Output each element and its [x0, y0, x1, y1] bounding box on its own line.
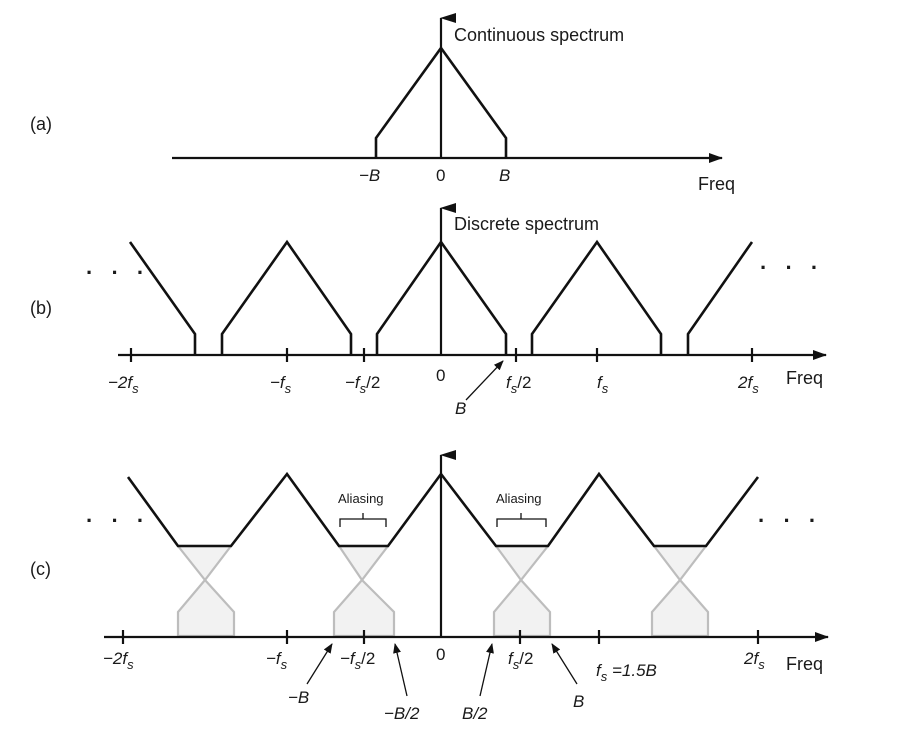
panel-c-aliasing-region-3: [492, 544, 552, 638]
panel-b-pointer-b: B: [455, 399, 466, 418]
panel-c-ellipsis-left: · · ·: [86, 508, 150, 533]
panel-a: (a) Continuous spectrum −B 0 B Freq: [30, 13, 735, 194]
panel-b-replica-2fs: [686, 241, 754, 355]
panel-c-spectrum-envelope: [126, 471, 760, 548]
panel-c-minus-b-half-pointer-arrow: [393, 643, 408, 697]
panel-c-ellipsis-right: · · ·: [758, 508, 822, 533]
panel-c-b-pointer-arrow: [551, 643, 578, 685]
panel-c-tick-minus-fs-half: −fs/2: [340, 649, 375, 672]
panel-b-replica-minus-fs: [220, 239, 353, 355]
panel-b-replica-fs: [530, 239, 663, 355]
panel-c-axis-label: Freq: [786, 654, 823, 674]
panel-c-aliasing-region-4: [650, 544, 710, 638]
panel-a-tick-b: B: [499, 166, 510, 185]
panel-b-label: (b): [30, 298, 52, 318]
panel-a-title: Continuous spectrum: [454, 25, 624, 45]
panel-a-axis-label: Freq: [698, 174, 735, 194]
panel-c-tick-minus-2fs: −2fs: [103, 649, 134, 672]
panel-c-tick-fs-half: fs/2: [508, 649, 533, 672]
panel-c-aliasing-label-left: Aliasing: [338, 491, 384, 506]
panel-b-tick-minus-2fs: −2fs: [108, 373, 139, 396]
panel-c-aliasing-region-1: [175, 544, 236, 638]
panel-c-tick-minus-fs: −fs: [266, 649, 288, 672]
panel-c: (c) Aliasing Aliasing −2fs −fs −fs/2 0 f…: [30, 450, 829, 723]
panel-b-tick-minus-fs: −fs: [270, 373, 292, 396]
panel-c-tick-fs-eq: fs =1.5B: [596, 661, 657, 684]
panel-b: (b) Discrete spectrum −2fs −fs −fs/2 0 f…: [30, 203, 827, 418]
panel-c-minus-b-pointer-arrow: [306, 643, 333, 685]
panel-a-label: (a): [30, 114, 52, 134]
panel-c-aliasing-bracket-left: [339, 513, 387, 527]
panel-b-tick-zero: 0: [436, 366, 445, 385]
panel-c-pointer-b-half: B/2: [462, 704, 488, 723]
panel-b-ellipsis-left: · · ·: [86, 260, 150, 285]
panel-c-b-half-pointer-arrow: [479, 643, 494, 697]
panel-b-axis-label: Freq: [786, 368, 823, 388]
panel-c-pointer-b: B: [573, 692, 584, 711]
panel-b-tick-fs-half: fs/2: [506, 373, 531, 396]
panel-c-pointer-minus-b-half: −B/2: [384, 704, 420, 723]
panel-b-tick-2fs: 2fs: [737, 373, 759, 396]
panel-b-replica-minus-2fs: [128, 241, 197, 355]
panel-c-tick-2fs: 2fs: [743, 649, 765, 672]
panel-c-pointer-minus-b: −B: [288, 688, 309, 707]
panel-a-spectrum: [374, 45, 508, 158]
panel-b-title: Discrete spectrum: [454, 214, 599, 234]
panel-c-aliasing-region-2: [332, 544, 396, 638]
panel-c-tick-zero: 0: [436, 645, 445, 664]
panel-b-replica-baseband: [375, 239, 508, 355]
panel-b-b-pointer-arrow: [465, 360, 504, 401]
panel-c-aliasing-bracket-right: [496, 513, 547, 527]
panel-c-aliasing-label-right: Aliasing: [496, 491, 542, 506]
panel-a-tick-minus-b: −B: [359, 166, 380, 185]
panel-b-tick-fs: fs: [597, 373, 609, 396]
panel-b-tick-minus-fs-half: −fs/2: [345, 373, 380, 396]
panel-a-tick-zero: 0: [436, 166, 445, 185]
panel-b-ellipsis-right: · · ·: [760, 255, 824, 280]
panel-c-label: (c): [30, 559, 51, 579]
